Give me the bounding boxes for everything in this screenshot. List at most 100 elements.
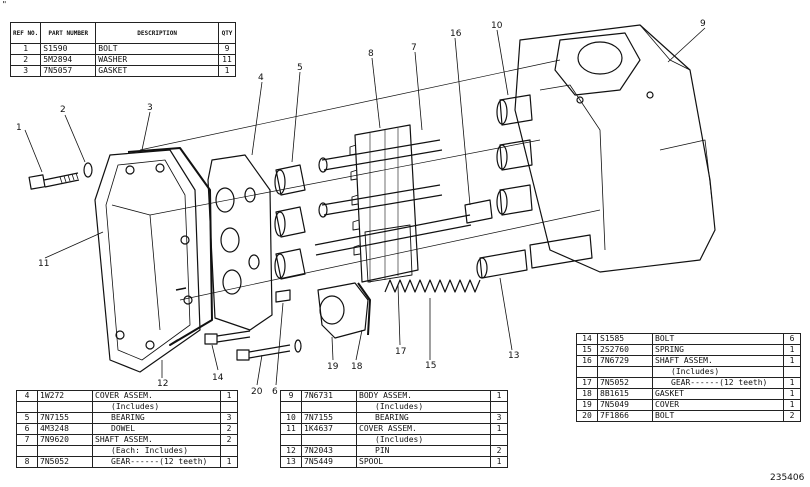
table-row: 3 7N5057 GASKET 1: [9, 65, 236, 77]
callout-3: 3: [147, 103, 153, 113]
table-row: 1 S1590 BOLT 9: [9, 43, 236, 55]
header-part: PART NUMBER: [40, 22, 97, 44]
ref-no: 15: [576, 344, 598, 356]
qty: [220, 401, 238, 413]
description: PIN: [356, 445, 491, 457]
part-number: [597, 366, 653, 378]
description: SHAFT ASSEM.: [652, 355, 784, 367]
table-row: (Includes): [16, 401, 238, 413]
description: GASKET: [652, 388, 784, 400]
qty: 2: [220, 423, 238, 435]
header-ref: REF NO.: [9, 22, 42, 44]
description: BOLT: [95, 43, 219, 55]
part-6-dowel: [275, 289, 291, 303]
callout-17: 17: [395, 347, 406, 357]
part-9-body-assembly: [514, 24, 716, 273]
description: BEARING: [356, 412, 491, 424]
header-description: DESCRIPTION: [95, 22, 219, 44]
part-number: 7N5052: [37, 456, 93, 468]
callout-leaders: [24, 27, 706, 386]
part-12-pin: [175, 287, 187, 291]
callout-2: 2: [60, 105, 66, 115]
ref-no: 19: [576, 399, 598, 411]
callout-9: 9: [700, 19, 706, 29]
figure-number: 235406: [770, 473, 805, 483]
part-number: 7N5057: [40, 65, 97, 77]
callout-1: 1: [16, 123, 22, 133]
ref-no: 3: [9, 65, 42, 77]
qty: [490, 401, 508, 413]
qty: 9: [218, 43, 236, 55]
ref-no: 20: [576, 410, 598, 422]
part-number: [301, 434, 357, 446]
callout-7: 7: [411, 43, 417, 53]
qty: 1: [220, 456, 238, 468]
qty: [220, 445, 238, 457]
ref-no: 11: [280, 423, 302, 435]
table-row: (Includes): [576, 366, 801, 378]
callout-11: 11: [38, 259, 49, 269]
callout-10: 10: [491, 21, 503, 31]
part-13-spool: [476, 234, 593, 279]
table-row: (Each: Includes): [16, 445, 238, 457]
callout-8: 8: [368, 49, 374, 59]
callout-6: 6: [272, 387, 278, 397]
ref-no: [16, 445, 38, 457]
ref-no: 4: [16, 390, 38, 402]
part-number: 8B1615: [597, 388, 653, 400]
description: (Includes): [356, 434, 491, 446]
ref-no: 14: [576, 333, 598, 345]
ref-no: 6: [16, 423, 38, 435]
part-20-bolt: [236, 339, 302, 361]
qty: 2: [220, 434, 238, 446]
ref-no: 18: [576, 388, 598, 400]
part-number: 7N7155: [301, 412, 357, 424]
part-number: 1K4637: [301, 423, 357, 435]
part-number: S1585: [597, 333, 653, 345]
description: COVER ASSEM.: [92, 390, 221, 402]
qty: 3: [490, 412, 508, 424]
callout-4: 4: [258, 73, 264, 83]
description: GEAR------(12 teeth): [92, 456, 221, 468]
table-row: (Includes): [280, 434, 508, 446]
callout-19: 19: [327, 362, 339, 372]
header-qty: QTY: [218, 22, 236, 44]
ref-no: 13: [280, 456, 302, 468]
ref-no: 2: [9, 54, 42, 66]
part-number: 7N5052: [597, 377, 653, 389]
ref-no: 9: [280, 390, 302, 402]
ref-no: 7: [16, 434, 38, 446]
part-19-cover: [317, 282, 369, 339]
description: DOWEL: [92, 423, 221, 435]
description: COVER ASSEM.: [356, 423, 491, 435]
part-number: 7N5049: [597, 399, 653, 411]
part-number: 2S2760: [597, 344, 653, 356]
parts-table-top: REF NO. PART NUMBER DESCRIPTION QTY 1 S1…: [9, 22, 236, 77]
ref-no: 12: [280, 445, 302, 457]
callout-16: 16: [450, 29, 462, 39]
part-7-shaft-assembly: [318, 139, 443, 218]
qty: 6: [783, 333, 801, 345]
corner-mark: ": [2, 0, 7, 9]
ref-no: [576, 366, 598, 378]
part-18-gasket: [357, 282, 371, 336]
description: (Includes): [92, 401, 221, 413]
part-10-bearings: [496, 94, 533, 216]
ref-no: 10: [280, 412, 302, 424]
table-row: (Includes): [280, 401, 508, 413]
qty: [490, 434, 508, 446]
qty: 2: [490, 445, 508, 457]
part-number: 7N5449: [301, 456, 357, 468]
callout-20: 20: [251, 387, 263, 397]
